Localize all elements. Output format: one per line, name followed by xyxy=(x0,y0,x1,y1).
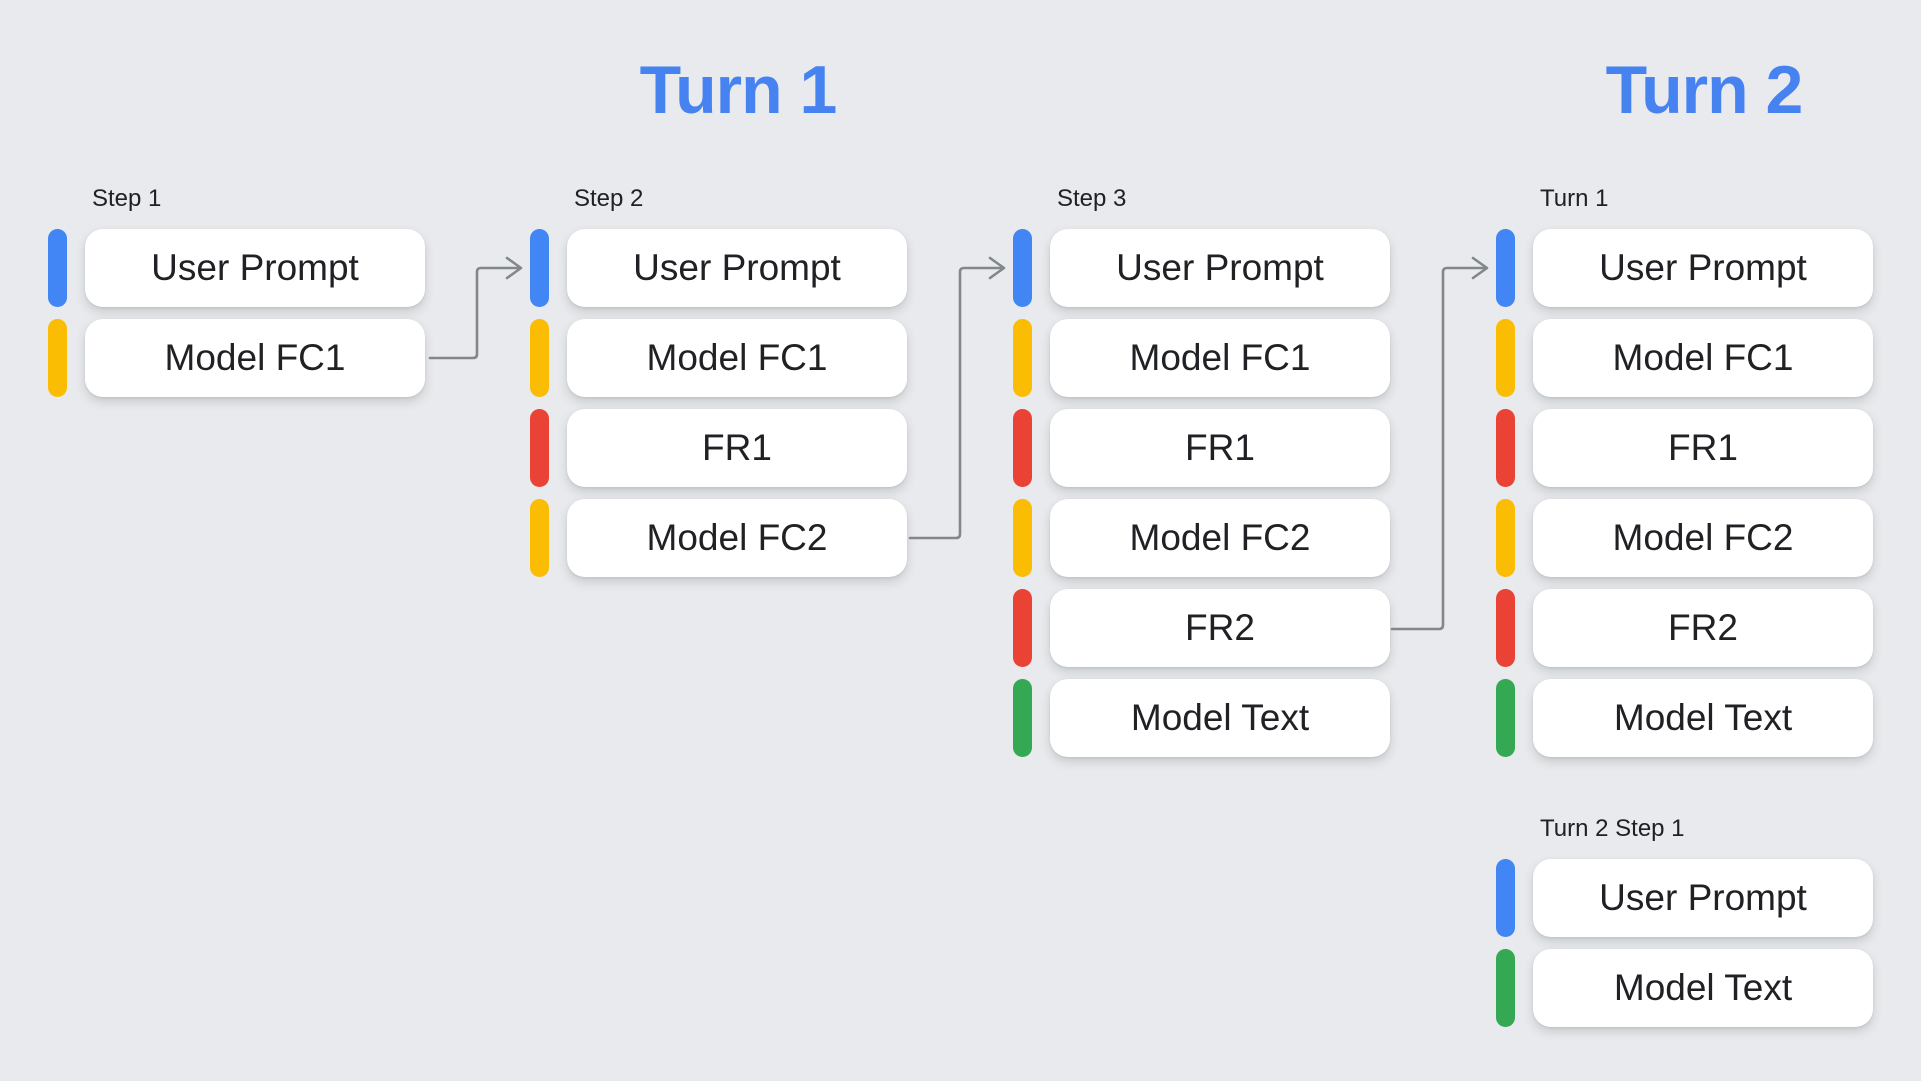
column-step-2: Step 2 User Prompt Model FC1 FR1 Model F… xyxy=(530,186,907,589)
message-box: Model FC2 xyxy=(1533,499,1873,577)
message-box: User Prompt xyxy=(85,229,425,307)
message-box: User Prompt xyxy=(1533,859,1873,937)
arrow-step1-to-step2-icon xyxy=(428,256,523,360)
message-row: Model FC2 xyxy=(530,499,907,577)
message-box: Model FC2 xyxy=(567,499,907,577)
message-box: FR1 xyxy=(1050,409,1390,487)
message-row: Model Text xyxy=(1496,949,1873,1027)
role-color-bar xyxy=(1496,949,1515,1027)
role-color-bar xyxy=(1496,409,1515,487)
role-color-bar xyxy=(1013,679,1032,757)
message-row: FR1 xyxy=(1496,409,1873,487)
message-row: FR2 xyxy=(1496,589,1873,667)
column-label: Step 3 xyxy=(1057,185,1127,212)
message-box: User Prompt xyxy=(1533,229,1873,307)
message-row: User Prompt xyxy=(1496,229,1873,307)
message-box: Model FC1 xyxy=(567,319,907,397)
message-box: Model Text xyxy=(1050,679,1390,757)
message-box: FR2 xyxy=(1050,589,1390,667)
turn-1-title: Turn 1 xyxy=(639,52,838,128)
message-box: Model Text xyxy=(1533,679,1873,757)
role-color-bar xyxy=(1013,229,1032,307)
message-box: FR2 xyxy=(1533,589,1873,667)
column-step-1: Step 1 User Prompt Model FC1 xyxy=(48,186,425,409)
message-box: User Prompt xyxy=(1050,229,1390,307)
message-row: User Prompt xyxy=(48,229,425,307)
message-row: Model FC2 xyxy=(1013,499,1390,577)
arrow-step3-to-turn2-icon xyxy=(1390,256,1489,631)
message-box: Model FC1 xyxy=(1533,319,1873,397)
message-box: Model FC1 xyxy=(1050,319,1390,397)
column-label: Step 1 xyxy=(92,185,162,212)
message-box: FR1 xyxy=(567,409,907,487)
role-color-bar xyxy=(1496,229,1515,307)
message-row: Model FC1 xyxy=(48,319,425,397)
role-color-bar xyxy=(1496,319,1515,397)
message-row: User Prompt xyxy=(1496,859,1873,937)
message-row: Model FC2 xyxy=(1496,499,1873,577)
message-row: User Prompt xyxy=(1013,229,1390,307)
role-color-bar xyxy=(530,229,549,307)
turn-2-title: Turn 2 xyxy=(1605,52,1804,128)
message-box: Model FC1 xyxy=(85,319,425,397)
message-row: Model FC1 xyxy=(1496,319,1873,397)
role-color-bar xyxy=(1496,589,1515,667)
role-color-bar xyxy=(1013,319,1032,397)
message-row: FR2 xyxy=(1013,589,1390,667)
message-box: Model Text xyxy=(1533,949,1873,1027)
role-color-bar xyxy=(48,319,67,397)
message-row: FR1 xyxy=(530,409,907,487)
arrow-step2-to-step3-icon xyxy=(908,256,1006,540)
message-box: User Prompt xyxy=(567,229,907,307)
column-label: Step 2 xyxy=(574,185,644,212)
message-box: Model FC2 xyxy=(1050,499,1390,577)
role-color-bar xyxy=(1013,409,1032,487)
role-color-bar xyxy=(1496,679,1515,757)
message-row: Model FC1 xyxy=(530,319,907,397)
role-color-bar xyxy=(530,499,549,577)
role-color-bar xyxy=(1013,499,1032,577)
column-turn-2-step-1: Turn 2 Step 1 User Prompt Model Text xyxy=(1496,816,1873,1039)
role-color-bar xyxy=(1013,589,1032,667)
role-color-bar xyxy=(1496,499,1515,577)
column-label: Turn 1 xyxy=(1540,185,1609,212)
message-row: User Prompt xyxy=(530,229,907,307)
role-color-bar xyxy=(1496,859,1515,937)
message-row: FR1 xyxy=(1013,409,1390,487)
message-row: Model Text xyxy=(1496,679,1873,757)
role-color-bar xyxy=(530,319,549,397)
column-turn-1-history: Turn 1 User Prompt Model FC1 FR1 Model F… xyxy=(1496,186,1873,769)
role-color-bar xyxy=(48,229,67,307)
column-label: Turn 2 Step 1 xyxy=(1540,815,1685,842)
message-row: Model FC1 xyxy=(1013,319,1390,397)
message-row: Model Text xyxy=(1013,679,1390,757)
column-step-3: Step 3 User Prompt Model FC1 FR1 Model F… xyxy=(1013,186,1390,769)
role-color-bar xyxy=(530,409,549,487)
message-box: FR1 xyxy=(1533,409,1873,487)
